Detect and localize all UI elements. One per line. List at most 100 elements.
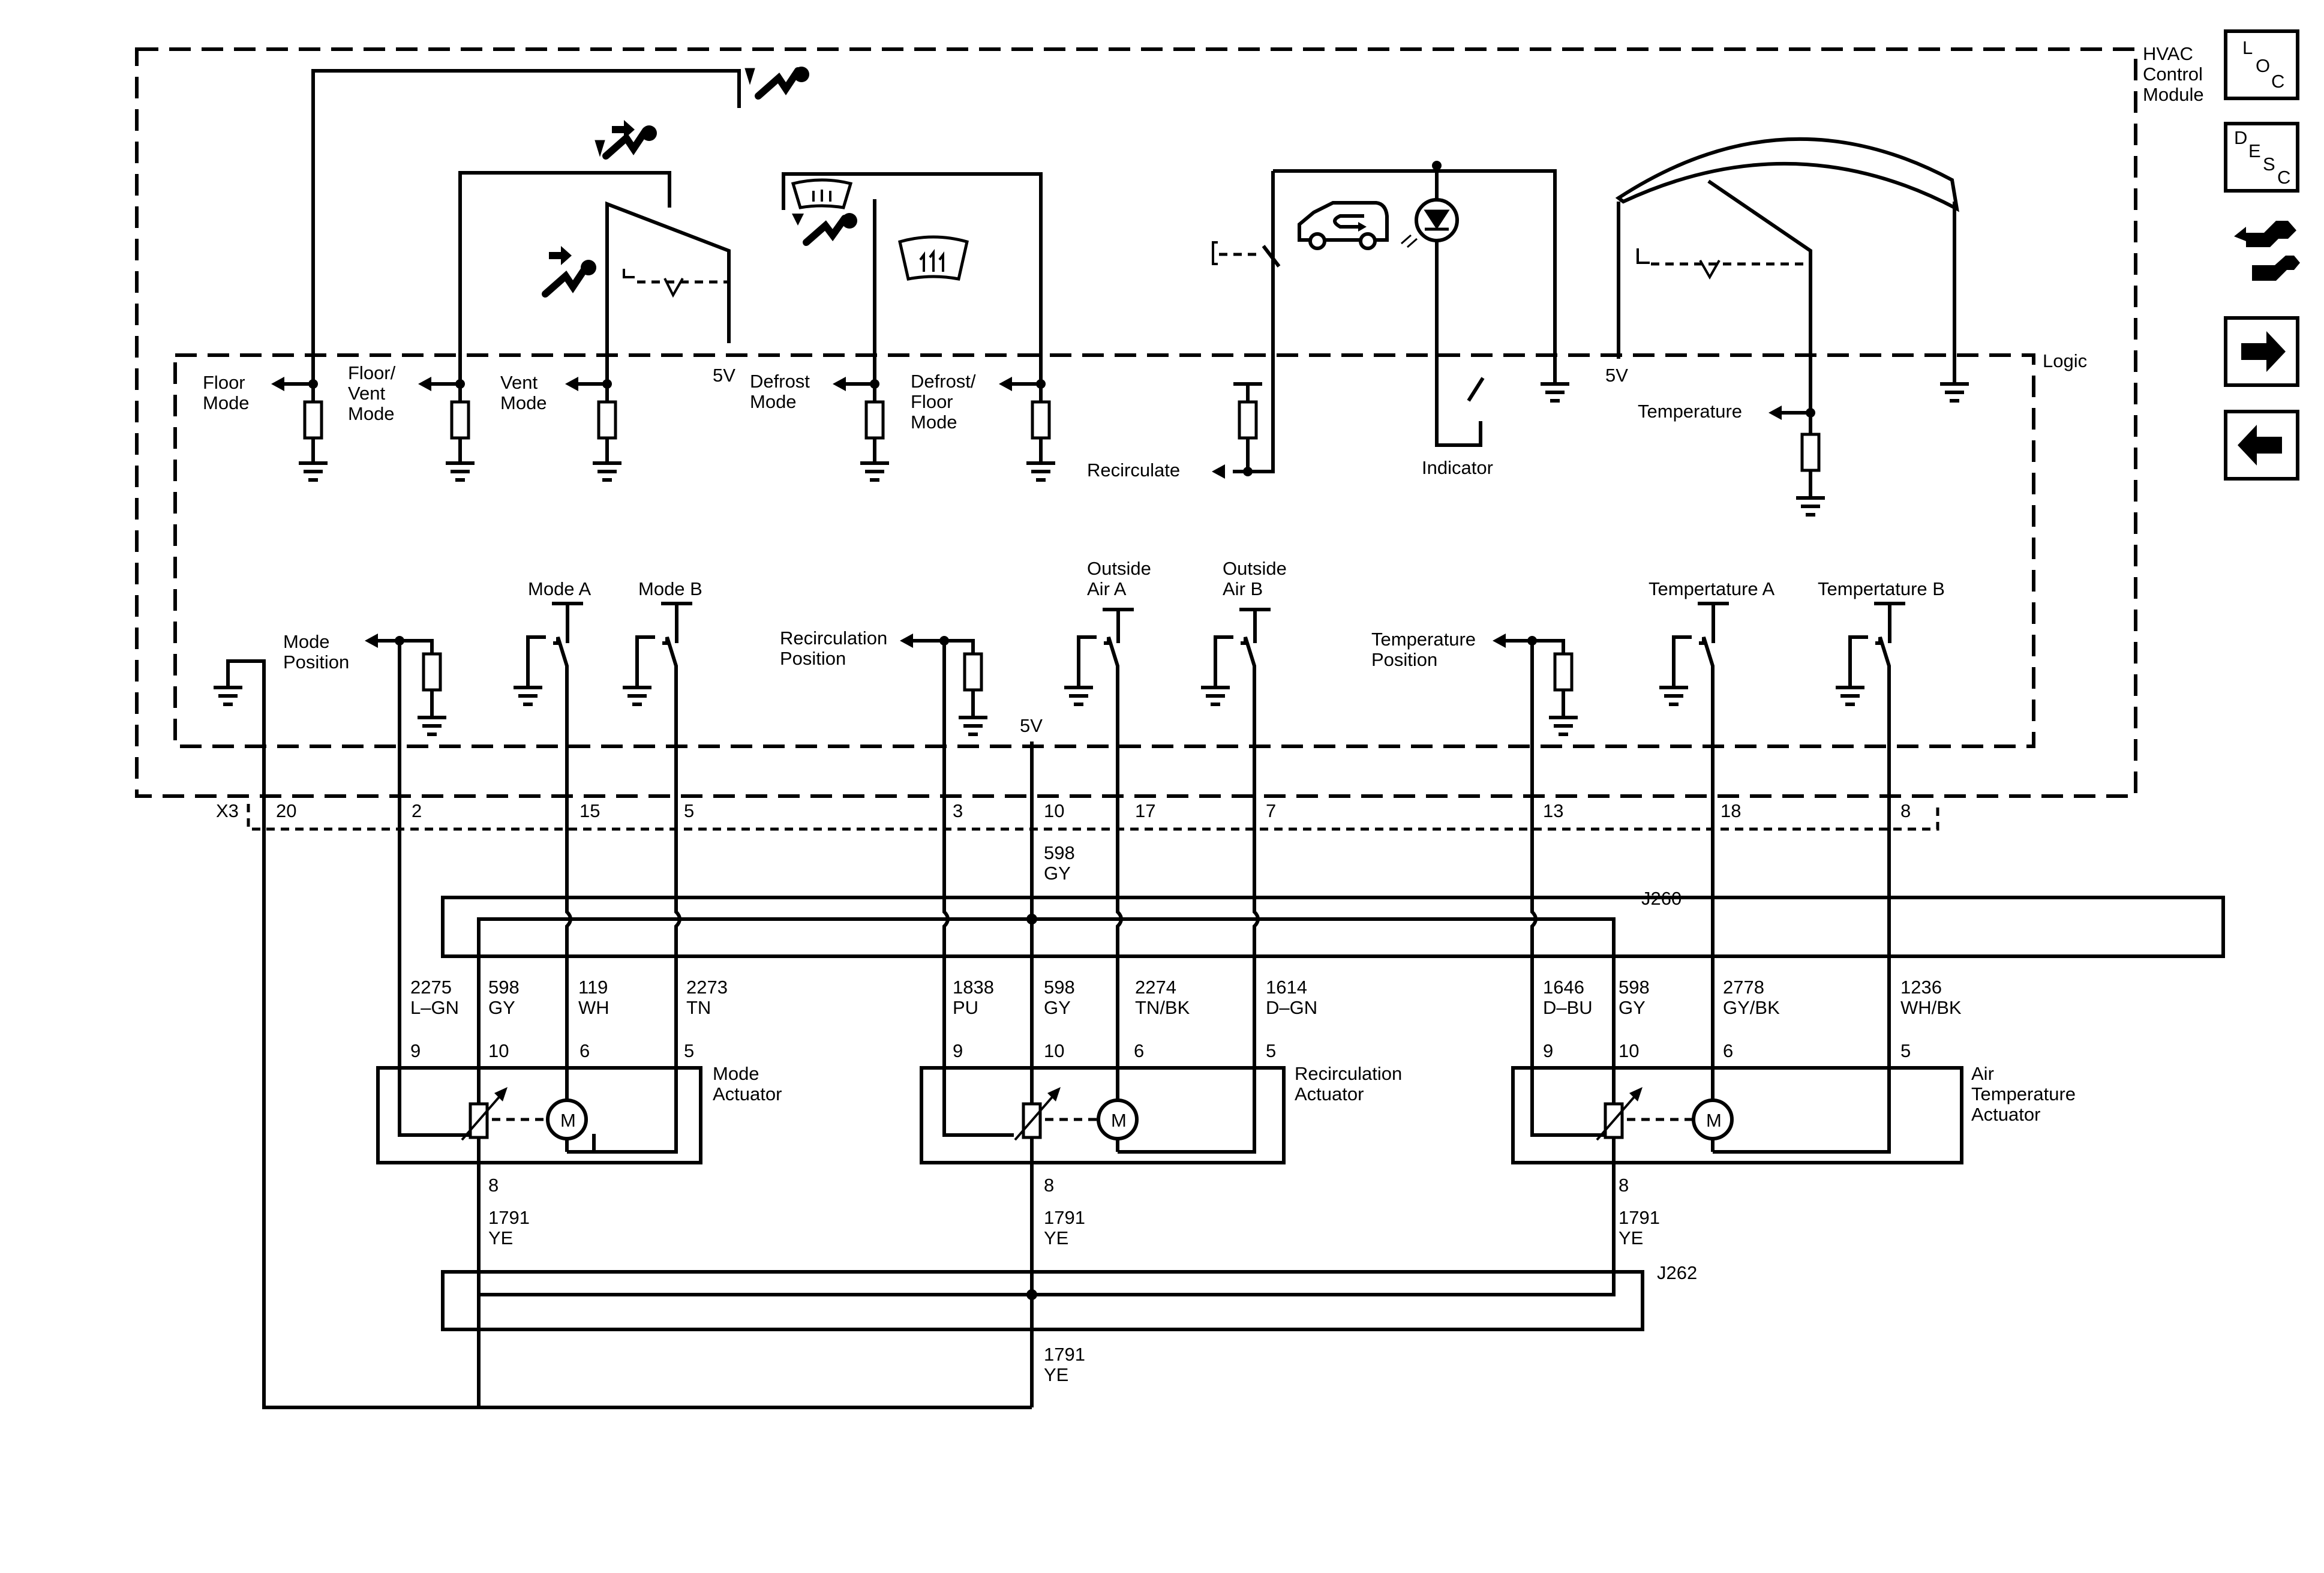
recirc-actuator-pin-8: 8 [1044, 1175, 1054, 1196]
pin-5: 5 [684, 800, 694, 821]
defrost-mode-resistor [833, 377, 889, 482]
recirc-actuator-label-1: Recirculation [1295, 1063, 1402, 1084]
description-button[interactable]: D E S C [2224, 122, 2299, 193]
temp-6-wire-number: 2778 [1723, 977, 1764, 998]
x3-connector-outline [247, 804, 1939, 831]
temperature-position-resistor [1493, 634, 1578, 736]
pin-20: 20 [276, 800, 296, 821]
mode-actuator [376, 1066, 702, 1407]
temp-actuator-pin-9: 9 [1543, 1040, 1553, 1061]
temp-actuator-label-2: Temperature [1971, 1083, 2076, 1104]
component-locator-button[interactable]: L O C [2224, 29, 2299, 100]
recirc-5-wire-number: 1614 [1266, 977, 1307, 998]
recirc-actuator-label-2: Actuator [1295, 1083, 1364, 1104]
feed-5v-wire-number: 598 [1044, 842, 1075, 863]
pin-17: 17 [1135, 800, 1155, 821]
defrost-floor-mode-label-1: Defrost/ [911, 371, 976, 392]
recirc-10-wire-number: 598 [1044, 977, 1075, 998]
ground-temp-wire-number: 1791 [1619, 1207, 1660, 1228]
temperature-a-switch [1659, 602, 1729, 809]
mode-b-label: Mode B [638, 578, 702, 599]
temp-actuator-label-1: Air [1971, 1063, 1994, 1084]
temp-actuator-motor: M [1706, 1110, 1722, 1131]
mode-actuator-pin-6: 6 [580, 1040, 590, 1061]
wire-mode-9 [398, 641, 472, 1137]
outside-air-a-label-1: Outside [1087, 558, 1151, 579]
recirc-actuator-motor: M [1111, 1110, 1127, 1131]
connector-icon[interactable] [2234, 221, 2300, 281]
recirc-switch-link [1212, 241, 1218, 265]
indicator-led-symbol [1424, 209, 1450, 231]
air-temperature-actuator [1511, 1066, 1963, 1272]
loc-letter-c: C [2271, 71, 2284, 92]
ground-recirc-wire-number: 1791 [1044, 1207, 1085, 1228]
temp-actuator-pin-6: 6 [1723, 1040, 1733, 1061]
recirculation-position-label-2: Position [780, 648, 846, 669]
recirculation-position-label-1: Recirculation [780, 628, 887, 649]
pin-8: 8 [1900, 800, 1911, 821]
logic-label: Logic [2043, 350, 2087, 371]
recirculate-resistor [1212, 382, 1262, 479]
next-arrow-icon [2241, 331, 2286, 372]
mode-actuator-pin-5: 5 [684, 1040, 694, 1061]
mode-link-dash [623, 269, 635, 278]
temp-5-wire-color: WH/BK [1900, 997, 1962, 1018]
temp-link-v [1699, 260, 1721, 280]
recirc-9-wire-color: PU [953, 997, 978, 1018]
hvac-control-module-outline [135, 47, 2137, 798]
logic-block-outline [173, 353, 2035, 748]
floor-vent-mode-label-1: Floor/ [348, 362, 396, 383]
feed-5v-wire-color: GY [1044, 863, 1071, 884]
floor-vent-mode-label-3: Mode [348, 403, 395, 424]
temperature-b-switch [1836, 602, 1905, 809]
outside-air-b-label-1: Outside [1223, 558, 1287, 579]
module-title-line-3: Module [2143, 84, 2204, 105]
floor-mode-label-1: Floor [203, 372, 245, 393]
recirc-ground-right [1541, 382, 1569, 403]
mode-6-wire-color: WH [578, 997, 609, 1018]
temp-10-wire-color: GY [1619, 997, 1646, 1018]
wire-recirc-5 [1146, 809, 1260, 1154]
j262-splice-outline [441, 1270, 1644, 1331]
temperature-position-label-1: Temperature [1371, 629, 1476, 650]
indicator-label: Indicator [1422, 457, 1493, 478]
recirc-actuator-pin-9: 9 [953, 1040, 963, 1061]
indicator-switch [1467, 377, 1485, 402]
floor-mode-wire [311, 69, 741, 384]
temperature-5v-label: 5V [1605, 365, 1628, 386]
ground-temp-wire-color: YE [1619, 1227, 1643, 1248]
recirc-actuator-pin-10: 10 [1044, 1040, 1064, 1061]
temp-link-hook [1637, 248, 1650, 264]
temp-9-wire-color: D–BU [1543, 997, 1593, 1018]
floor-vent-mode-label-2: Vent [348, 383, 385, 404]
mode-10-wire-number: 598 [488, 977, 520, 998]
next-arrow-button[interactable] [2224, 316, 2299, 387]
ground-recirc-wire-color: YE [1044, 1227, 1068, 1248]
recirc-actuator-pin-5: 5 [1266, 1040, 1276, 1061]
recirc-door-switch [1262, 245, 1281, 268]
recirc-6-wire-color: TN/BK [1135, 997, 1190, 1018]
wire-recirc-6 [1116, 809, 1123, 1101]
mode-actuator-label-2: Actuator [713, 1083, 782, 1104]
desc-letter-c: C [2277, 167, 2290, 188]
defrost-floor-mode-label-3: Mode [911, 412, 957, 433]
temperature-label: Temperature [1638, 401, 1742, 422]
desc-letter-d: D [2234, 127, 2247, 148]
pin20-ground [214, 659, 266, 809]
mode-actuator-label-1: Mode [713, 1063, 759, 1084]
mode-actuator-motor: M [560, 1110, 576, 1131]
x3-connector-label: X3 [216, 800, 239, 821]
previous-arrow-button[interactable] [2224, 410, 2299, 481]
floor-vent-airflow-icon [594, 120, 657, 160]
temp-6-wire-color: GY/BK [1723, 997, 1780, 1018]
temperature-arc [1615, 137, 1959, 212]
desc-letter-e: E [2248, 140, 2261, 161]
loc-letter-l: L [2242, 37, 2253, 58]
mode-9-wire-number: 2275 [410, 977, 452, 998]
recirculation-car-icon [1298, 201, 1389, 250]
temperature-resistor [1768, 406, 1825, 517]
floor-mode-label-2: Mode [203, 392, 250, 413]
pin-3: 3 [953, 800, 963, 821]
mode-actuator-pin-9: 9 [410, 1040, 421, 1061]
mode-link-v [663, 278, 684, 298]
